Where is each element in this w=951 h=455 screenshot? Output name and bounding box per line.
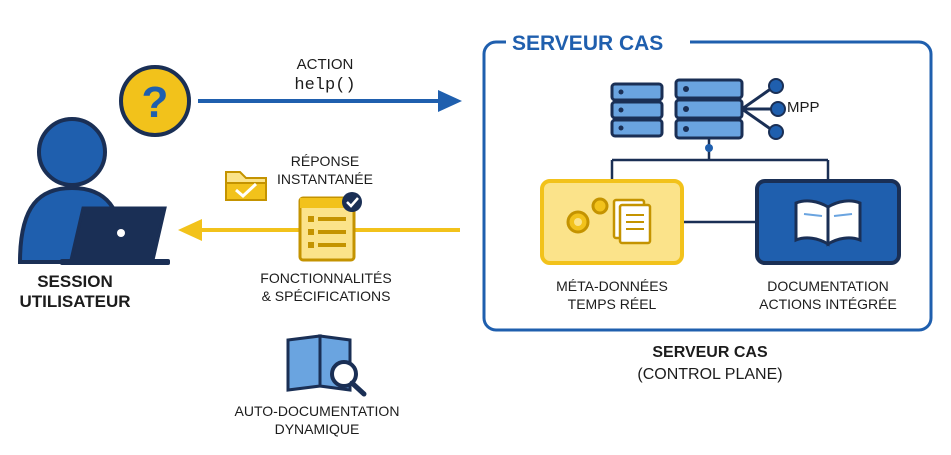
- question-mark-icon: ?: [119, 65, 191, 137]
- response-line2: INSTANTANÉE: [277, 171, 373, 187]
- documentation-line1: DOCUMENTATION: [767, 278, 889, 294]
- book-magnifier-icon: [286, 334, 367, 397]
- mpp-network-icon: [741, 78, 786, 140]
- server-box: [482, 40, 933, 332]
- features-line2: & SPÉCIFICATIONS: [261, 288, 391, 304]
- metadata-line2: TEMPS RÉEL: [567, 296, 657, 312]
- user-label-line1: SESSION: [37, 272, 113, 291]
- server-connector-lines: [610, 138, 830, 224]
- metadata-box: [540, 179, 684, 265]
- checklist-icon: [298, 192, 362, 262]
- server-box-title: SERVEUR CAS: [512, 32, 664, 55]
- action-title: ACTION: [296, 56, 354, 73]
- documentation-line2: ACTIONS INTÉGRÉE: [759, 296, 897, 312]
- documentation-box: [755, 179, 901, 265]
- autodoc-line2: DYNAMIQUE: [274, 421, 360, 437]
- autodoc-line1: AUTO-DOCUMENTATION: [234, 403, 400, 419]
- svg-text:?: ?: [142, 78, 169, 127]
- server-rack-small-icon: [610, 82, 664, 138]
- user-label-line2: UTILISATEUR: [19, 292, 131, 311]
- server-caption-line1: SERVEUR CAS: [652, 344, 768, 361]
- response-line1: RÉPONSE: [290, 153, 360, 169]
- metadata-line1: MÉTA-DONNÉES: [556, 278, 668, 294]
- server-rack-main-icon: [674, 78, 744, 140]
- server-title-mask: [506, 34, 690, 50]
- open-book-icon: [794, 199, 862, 247]
- action-arrow: [198, 90, 462, 112]
- server-caption-line2: (CONTROL PLANE): [637, 366, 783, 383]
- gears-documents-icon: [566, 197, 652, 245]
- folder-check-icon: [225, 171, 267, 201]
- features-line1: FONCTIONNALITÉS: [260, 270, 392, 286]
- user-laptop-icon: [17, 117, 170, 265]
- action-code: help(): [294, 76, 356, 95]
- mpp-label: MPP: [787, 99, 820, 116]
